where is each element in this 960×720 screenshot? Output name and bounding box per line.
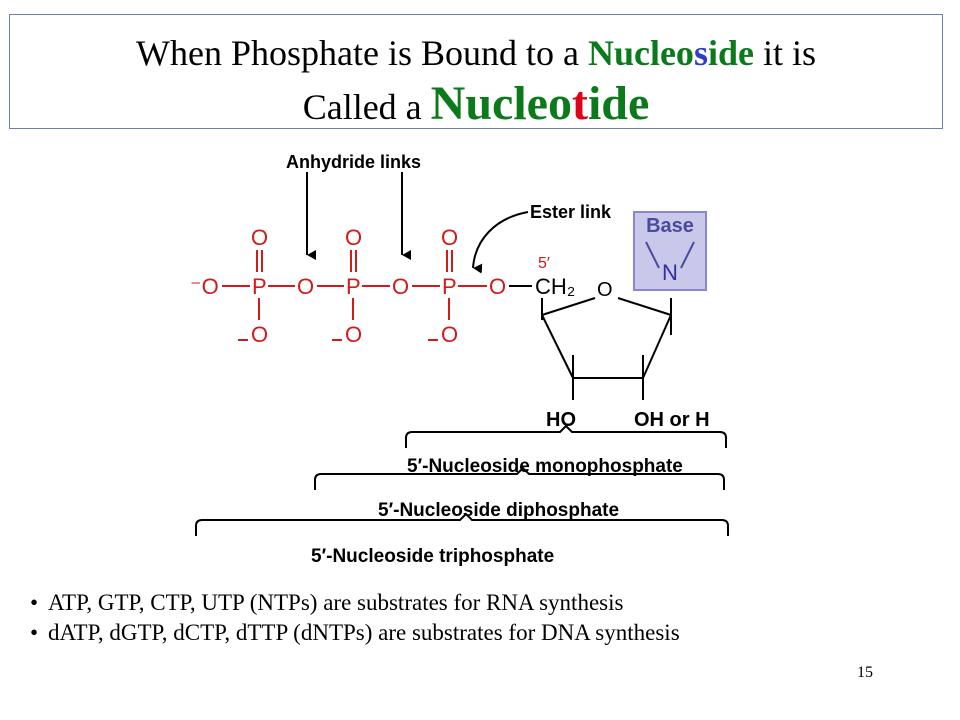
hydroxyl-3prime: HO (546, 409, 576, 431)
ch2-group: CH₂ (535, 274, 575, 299)
bullet-marker: • (30, 590, 39, 615)
ring-oxygen: O (597, 279, 613, 301)
lower-oxygen-1: O (251, 322, 268, 347)
keyword-part: ide (587, 77, 650, 130)
page-number: 15 (857, 664, 873, 681)
title-box: When Phosphate is Bound to a Nucleoside … (9, 14, 943, 129)
five-prime-label: 5′ (538, 255, 550, 272)
phosphorus-3: P (442, 274, 457, 299)
triphosphate-label: 5′-Nucleoside triphosphate (311, 546, 554, 567)
base-label: Base (646, 215, 694, 237)
base-nitrogen: N (662, 260, 678, 285)
bullet-item: • ATP, GTP, CTP, UTP (NTPs) are substrate… (30, 588, 930, 618)
title-line-1: When Phosphate is Bound to a Nucleoside … (10, 33, 942, 73)
double-bond-oxygen-3: O (441, 225, 458, 250)
bridge-oxygen-1: O (297, 274, 314, 299)
bridge-oxygen-2: O (392, 274, 409, 299)
terminal-negative-oxygen: ⁻O (190, 274, 219, 299)
keyword-part: ide (707, 33, 754, 73)
lower-oxygen-2: O (345, 322, 362, 347)
double-bond-oxygen-1: O (251, 225, 268, 250)
ribose-ring (541, 297, 672, 400)
base-box (633, 211, 707, 291)
bullet-item: • dATP, dGTP, dCTP, dTTP (dNTPs) are subs… (30, 618, 930, 648)
bullet-marker: • (30, 620, 39, 645)
monophosphate-label: 5′-Nucleoside monophosphate (407, 456, 683, 477)
keyword-highlight-s: s (693, 33, 708, 73)
diphosphate-brace (314, 466, 725, 490)
phosphorus-2: P (346, 274, 361, 299)
keyword-nucleoside: Nucleoside (588, 33, 754, 73)
anhydride-links-label: Anhydride links (286, 152, 421, 172)
ester-oxygen: O (489, 274, 506, 299)
title-text: Called a (302, 87, 431, 127)
diphosphate-label: 5′-Nucleoside diphosphate (378, 500, 619, 521)
keyword-nucleotide: Nucleotide (431, 77, 650, 130)
keyword-part: Nucleo (430, 77, 572, 130)
triphosphate-brace (195, 512, 729, 536)
title-text: When Phosphate is Bound to a (136, 33, 588, 73)
bullet-list: • ATP, GTP, CTP, UTP (NTPs) are substrate… (30, 588, 930, 648)
keyword-part: Nucleo (587, 33, 694, 73)
phosphorus-1: P (252, 274, 267, 299)
bullet-text: ATP, GTP, CTP, UTP (NTPs) are substrates… (48, 590, 624, 615)
nucleotide-structure-diagram: Anhydride links Ester link ⁻O P O P O P … (190, 152, 729, 567)
title-text: it is (753, 33, 816, 73)
bullet-text: dATP, dGTP, dCTP, dTTP (dNTPs) are subst… (48, 620, 680, 645)
hydroxyl-or-hydrogen-2prime: OH or H (634, 409, 710, 431)
double-bond-oxygen-2: O (345, 225, 362, 250)
monophosphate-brace (405, 424, 727, 448)
title-line-2: Called a Nucleotide (10, 80, 942, 130)
ester-link-label: Ester link (530, 202, 612, 222)
ester-arrow (472, 211, 529, 274)
keyword-highlight-t: t (571, 77, 588, 130)
lower-oxygen-3: O (441, 322, 458, 347)
